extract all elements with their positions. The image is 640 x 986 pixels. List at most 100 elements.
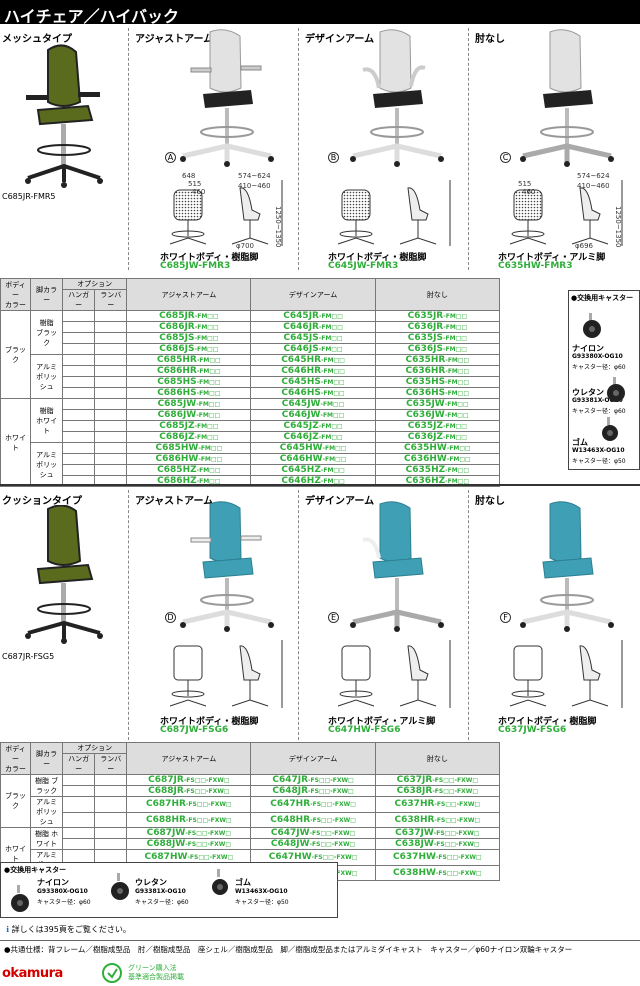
dim-a-574: 574~624 bbox=[238, 172, 271, 180]
green-purchase-mark-icon bbox=[102, 963, 122, 983]
marker-f: F bbox=[500, 612, 511, 623]
model-code-suffix: -FM□□ bbox=[194, 346, 219, 353]
model-code-cell: C685HZ-FM□□ bbox=[126, 464, 252, 476]
model-code-text: C646HS bbox=[281, 388, 321, 398]
cushion-caption-f: ホワイトボディ・樹脂脚 bbox=[498, 717, 597, 727]
model-code-text: C636JZ bbox=[407, 432, 444, 442]
model-code-cell: C646JW-FM□□ bbox=[250, 409, 376, 421]
page-title: ハイチェア／ハイバック bbox=[0, 0, 640, 26]
mesh-section-label: メッシュタイプ bbox=[2, 34, 72, 45]
model-code-text: C646HZ bbox=[281, 476, 321, 486]
leg-color-cell: アルミ ポリッシュ bbox=[30, 796, 64, 828]
model-code-cell: C647JR-FS□□-FXW□ bbox=[250, 774, 376, 786]
model-code-suffix: -FM□□ bbox=[194, 335, 219, 342]
hdr-leg-color: 脚カラー bbox=[30, 278, 64, 311]
cushion-col-adjust: アジャストアーム bbox=[135, 496, 214, 507]
model-code-text: C686JR bbox=[159, 322, 195, 332]
model-code-text: C685HW bbox=[155, 443, 199, 453]
model-code-suffix: -FM□□ bbox=[445, 478, 470, 485]
table-row: C685HS-FM□□C645HS-FM□□C635HS-FM□□ bbox=[1, 376, 501, 388]
body-color-cell: ブラック bbox=[0, 310, 32, 399]
caster-side-urethane-code: G93381X-OG10 bbox=[572, 397, 623, 404]
model-code-text: C687JW bbox=[146, 828, 186, 838]
option-hanger-cell bbox=[62, 409, 96, 421]
model-code-suffix: -FM□□ bbox=[445, 368, 470, 375]
model-code-cell: C645HS-FM□□ bbox=[250, 376, 376, 388]
c-hdr-hanger: ハンガー bbox=[62, 753, 96, 775]
option-lumbar-cell bbox=[94, 365, 128, 377]
option-hanger-cell bbox=[62, 332, 96, 344]
caster-side-nylon-name: ナイロン bbox=[572, 344, 604, 353]
mesh-code-b: C645JW-FMR3 bbox=[328, 261, 399, 271]
model-code-cell: C635JS-FM□□ bbox=[374, 332, 501, 344]
option-hanger-cell bbox=[62, 785, 96, 797]
model-code-suffix: -FM□□ bbox=[444, 401, 469, 408]
option-lumbar-cell bbox=[94, 398, 128, 410]
mesh-caption-a: ホワイトボディ・樹脂脚 bbox=[160, 253, 259, 263]
option-hanger-cell bbox=[62, 343, 96, 355]
model-code-cell: C646JS-FM□□ bbox=[250, 343, 376, 355]
model-code-cell: C645JR-FM□□ bbox=[250, 310, 376, 322]
option-lumbar-cell bbox=[94, 838, 128, 850]
c-hdr-option: オプション bbox=[62, 742, 128, 754]
option-hanger-cell bbox=[62, 827, 96, 839]
model-code-cell: C636HS-FM□□ bbox=[374, 387, 501, 399]
dim-c-574: 574~624 bbox=[577, 172, 610, 180]
option-hanger-cell bbox=[62, 774, 96, 786]
model-code-cell: C646HR-FM□□ bbox=[250, 365, 376, 377]
dimension-drawing-f bbox=[509, 640, 623, 708]
option-hanger-cell bbox=[62, 464, 96, 476]
model-code-text: C645HZ bbox=[281, 465, 321, 475]
option-hanger-cell bbox=[62, 811, 96, 828]
model-code-text: C686HR bbox=[156, 366, 197, 376]
model-code-text: C687HW bbox=[144, 852, 188, 863]
table-row: C686JS-FM□□C646JS-FM□□C636JS-FM□□ bbox=[1, 343, 501, 355]
dim-a-648: 648 bbox=[182, 172, 196, 180]
model-code-suffix: -FM□□ bbox=[194, 324, 219, 331]
model-code-cell: C646JR-FM□□ bbox=[250, 321, 376, 333]
model-code-text: C687HR bbox=[146, 799, 186, 810]
model-code-text: C686JS bbox=[159, 344, 195, 354]
option-hanger-cell bbox=[62, 796, 96, 813]
option-hanger-cell bbox=[62, 453, 96, 465]
model-code-suffix: -FM□□ bbox=[318, 335, 343, 342]
option-lumbar-cell bbox=[94, 827, 128, 839]
model-code-text: C637JW bbox=[395, 828, 434, 838]
model-code-suffix: -FS□□-FXW□ bbox=[311, 854, 358, 862]
model-code-cell: C636JW-FM□□ bbox=[374, 409, 501, 421]
model-code-text: C637JR bbox=[396, 775, 433, 785]
model-code-suffix: -FS□□-FXW□ bbox=[185, 841, 232, 848]
caster-side-urethane-name: ウレタン bbox=[572, 388, 604, 397]
cushion-caption-e: ホワイトボディ・アルミ脚 bbox=[328, 717, 436, 727]
model-code-suffix: -FS□□-FXW□ bbox=[310, 801, 356, 809]
model-code-cell: C688JW-FS□□-FXW□ bbox=[126, 838, 252, 850]
marker-d: D bbox=[165, 612, 176, 623]
leg-color-cell: 樹脂 ブラック bbox=[30, 310, 64, 355]
body-color-cell: ブラック bbox=[0, 774, 32, 828]
model-code-suffix: -FM□□ bbox=[320, 412, 345, 419]
marker-c: C bbox=[500, 152, 511, 163]
model-code-cell: C648HR-FS□□-FXW□ bbox=[250, 811, 376, 828]
dimension-drawing-c bbox=[509, 180, 623, 246]
option-hanger-cell bbox=[62, 387, 96, 399]
table-row: C688JR-FS□□-FXW□C648JR-FS□□-FXW□C638JR-F… bbox=[1, 785, 501, 797]
option-lumbar-cell bbox=[94, 343, 128, 355]
model-code-text: C646HR bbox=[281, 366, 322, 376]
model-code-text: C635JZ bbox=[407, 421, 444, 431]
option-hanger-cell bbox=[62, 838, 96, 850]
model-code-suffix: -FM□□ bbox=[196, 412, 221, 419]
option-lumbar-cell bbox=[94, 332, 128, 344]
model-code-text: C636HZ bbox=[405, 476, 446, 486]
caster-bottom-title: ●交換用キャスター bbox=[4, 866, 67, 874]
caster-bottom-nylon-icon bbox=[11, 885, 29, 912]
model-code-text: C638JW bbox=[395, 839, 434, 849]
table-row: C685JS-FM□□C645JS-FM□□C635JS-FM□□ bbox=[1, 332, 501, 344]
green-purchase-text: グリーン購入法 基準適合製品掲載 bbox=[128, 964, 184, 981]
model-code-suffix: -FM□□ bbox=[320, 401, 345, 408]
table-row: アルミ ポリッシュC687HW-FS□□-FXW□C647HW-FS□□-FXW… bbox=[1, 849, 501, 881]
model-code-suffix: -FM□□ bbox=[443, 313, 468, 320]
mesh-col-design: デザインアーム bbox=[305, 34, 375, 45]
hdr-hanger: ハンガー bbox=[62, 289, 96, 311]
option-hanger-cell bbox=[62, 420, 96, 432]
mesh-col-adjust: アジャストアーム bbox=[135, 34, 214, 45]
